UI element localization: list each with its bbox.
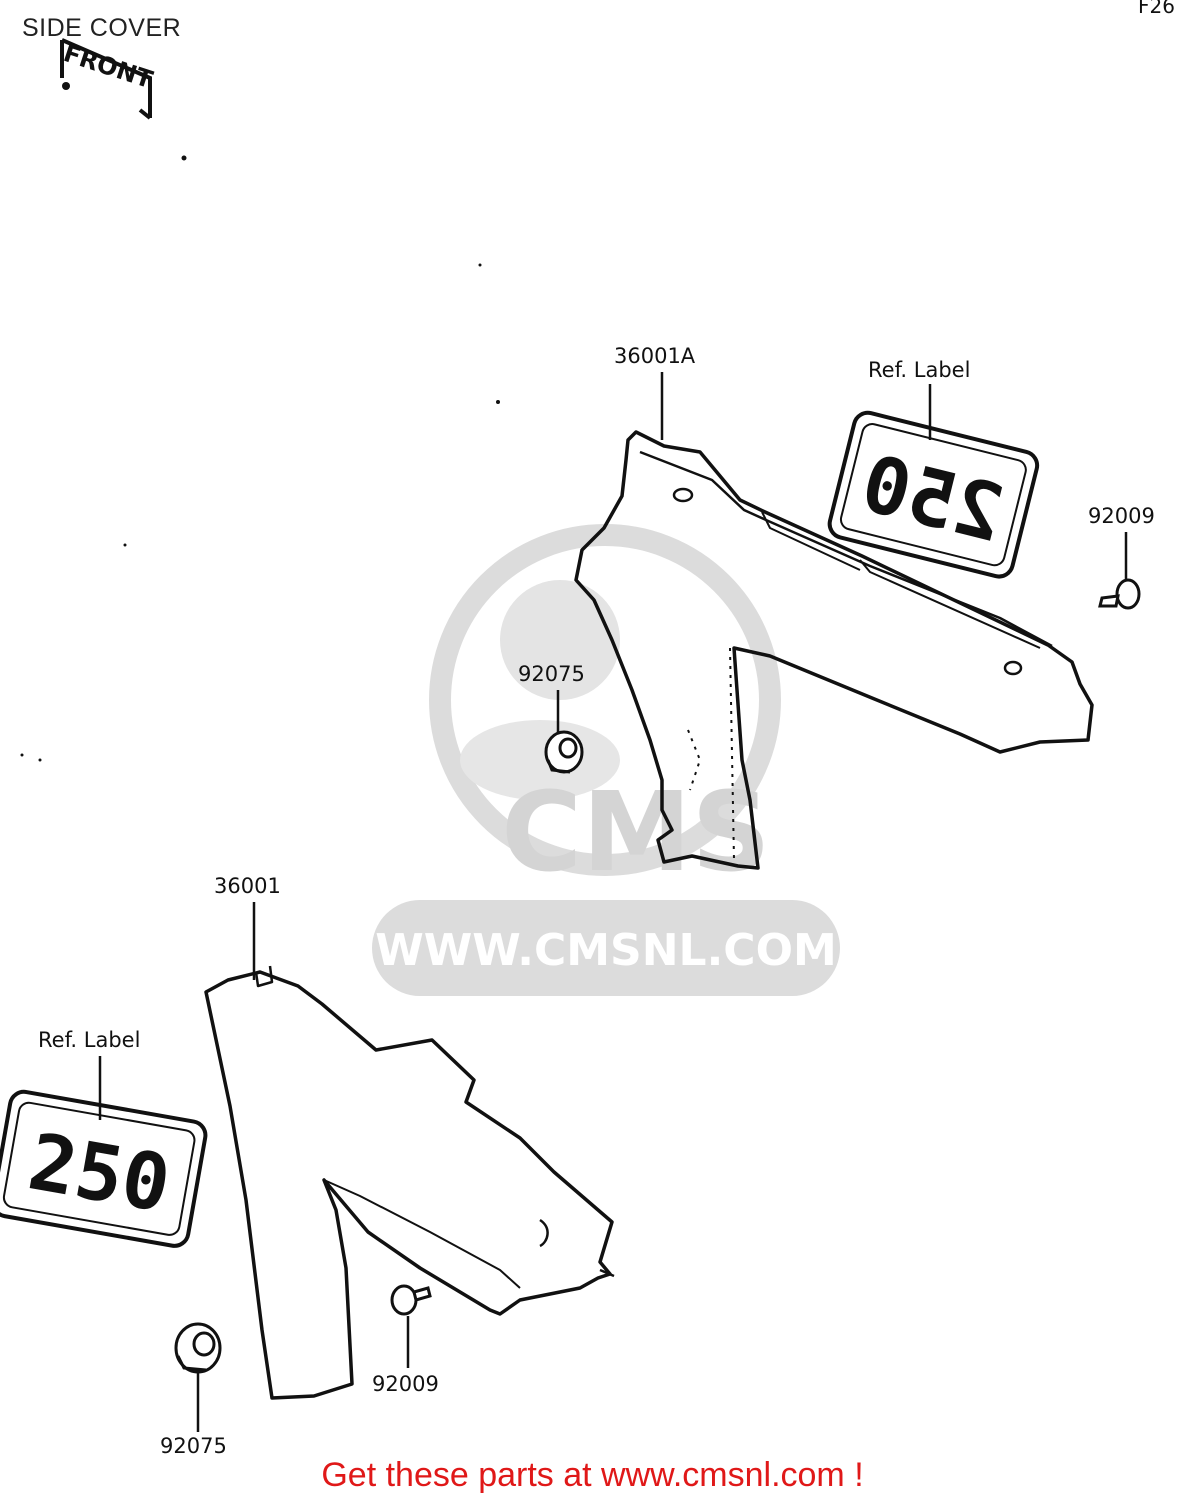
callout-ref-label-top: Ref. Label: [868, 358, 971, 382]
callout-92075-top: 92075: [518, 662, 585, 686]
label-badge-top: 250: [827, 410, 1040, 579]
callout-36001: 36001: [214, 874, 281, 898]
callout-36001A: 36001A: [614, 344, 696, 368]
cms-watermark: CMS WWW.CMSNL.COM: [372, 524, 840, 996]
front-indicator: FRONT: [60, 38, 157, 120]
bolt-92009-top: [1098, 578, 1141, 610]
side-cover-36001A: [574, 430, 1094, 870]
watermark-brand: CMS: [501, 768, 770, 896]
label-badge-bottom: 250: [0, 1089, 208, 1248]
callout-92009-bottom: 92009: [372, 1372, 439, 1396]
side-cover-36001: [204, 965, 615, 1400]
callout-92075-bottom: 92075: [160, 1434, 227, 1458]
grommet-92075-bottom: [174, 1322, 222, 1374]
callout-ref-label-bottom: Ref. Label: [38, 1028, 141, 1052]
footer-shop-link[interactable]: Get these parts at www.cmsnl.com !: [321, 1456, 864, 1494]
front-indicator-label: FRONT: [60, 39, 156, 94]
bolt-92009-bottom: [390, 1284, 432, 1316]
watermark-site: WWW.CMSNL.COM: [375, 925, 837, 976]
page-title: SIDE COVER: [22, 14, 182, 42]
scan-dots: [20, 155, 500, 762]
figure-code: F26: [1138, 0, 1175, 18]
grommet-92075-top: [544, 730, 584, 774]
leader-lines: [98, 372, 1128, 1432]
callout-92009-top: 92009: [1088, 504, 1155, 528]
